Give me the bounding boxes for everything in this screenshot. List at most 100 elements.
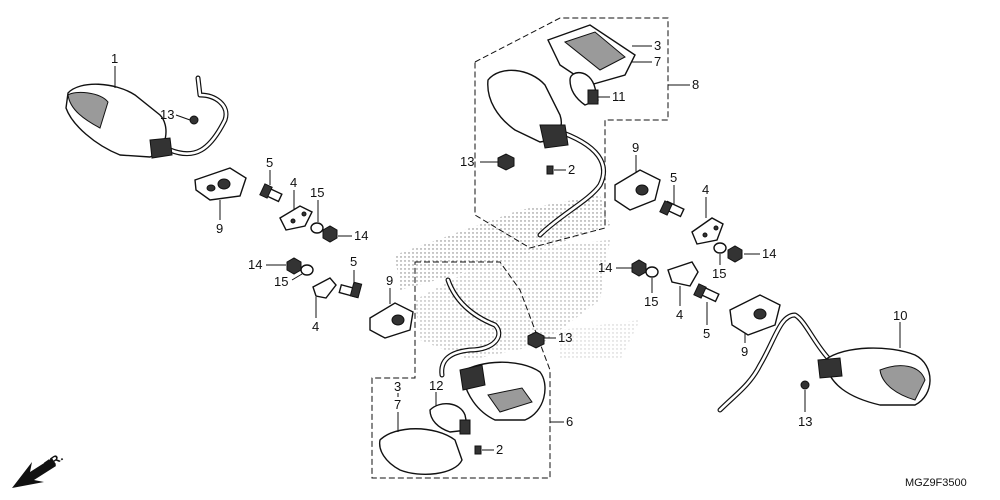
svg-text:4: 4 [676, 307, 683, 322]
svg-text:4: 4 [312, 319, 319, 334]
svg-text:3: 3 [394, 379, 401, 394]
callout-4-right-lower: 4 [676, 286, 683, 322]
stay-plate-right-upper [691, 217, 724, 245]
callout-14-right-upper: 14 [744, 246, 776, 261]
svg-text:6: 6 [566, 414, 573, 429]
svg-text:2: 2 [568, 162, 575, 177]
front-winker-right-assembly [717, 312, 931, 413]
svg-text:11: 11 [612, 89, 626, 104]
callout-14-left-middle: 14 [248, 257, 286, 272]
socket-seal-left-middle [369, 302, 414, 339]
svg-text:8: 8 [692, 77, 699, 92]
svg-text:9: 9 [741, 344, 748, 359]
svg-text:15: 15 [274, 274, 288, 289]
svg-text:13: 13 [160, 107, 174, 122]
callout-7-lower: 7 [394, 397, 401, 432]
callout-15-right-upper: 15 [712, 254, 726, 281]
socket-seal-left-front [194, 167, 247, 201]
callout-9-left-middle: 9 [386, 273, 393, 304]
callout-5-right-lower: 5 [703, 302, 710, 341]
front-winker-left-assembly [65, 75, 229, 159]
bolt-left-front [259, 183, 283, 203]
bolt-left-middle [338, 281, 363, 299]
svg-text:14: 14 [762, 246, 776, 261]
nut-left-front [322, 225, 338, 243]
svg-text:1: 1 [111, 51, 118, 66]
svg-text:2: 2 [496, 442, 503, 457]
callout-1: 1 [111, 51, 118, 88]
callout-5-left-front: 5 [266, 155, 273, 185]
callout-4-right-upper: 4 [702, 182, 709, 218]
svg-text:5: 5 [703, 326, 710, 341]
callout-15-left-middle: 15 [274, 273, 303, 289]
arrow-icon [12, 458, 56, 488]
callout-6: 6 [550, 414, 573, 429]
callout-9-left-front: 9 [216, 200, 223, 236]
callout-9-right-upper: 9 [632, 140, 639, 172]
svg-text:9: 9 [632, 140, 639, 155]
svg-text:9: 9 [386, 273, 393, 288]
assembly-frame-rear-right [474, 17, 669, 249]
washer-right-lower [645, 266, 659, 278]
callout-4-left-middle: 4 [312, 297, 319, 334]
callout-14-right-lower: 14 [598, 260, 632, 275]
svg-text:7: 7 [654, 54, 661, 69]
bolt-right-lower [693, 283, 720, 303]
svg-text:4: 4 [290, 175, 297, 190]
svg-text:12: 12 [429, 378, 443, 393]
callout-9-right-lower: 9 [741, 333, 748, 359]
svg-text:15: 15 [310, 185, 324, 200]
svg-text:15: 15 [644, 294, 658, 309]
callout-7-upper: 7 [632, 54, 661, 69]
callout-14-left-front: 14 [338, 228, 368, 243]
svg-text:5: 5 [350, 254, 357, 269]
callout-2-lower: 2 [482, 442, 503, 457]
socket-seal-right-lower [729, 294, 781, 336]
callout-3-upper: 3 [632, 38, 661, 53]
callout-15-right-lower: 15 [644, 278, 658, 309]
svg-text:15: 15 [712, 266, 726, 281]
svg-text:14: 14 [354, 228, 368, 243]
background-watermark [395, 195, 640, 360]
washer-left-front [310, 222, 324, 234]
svg-text:4: 4 [702, 182, 709, 197]
callout-3-lower: 3 [394, 379, 401, 397]
front-direction-indicator: FR. [12, 450, 66, 488]
stay-plate-right-lower [667, 261, 699, 287]
bolt-right-upper [659, 200, 685, 218]
callout-2-upper: 2 [554, 162, 575, 177]
nut-right-upper [727, 245, 743, 263]
socket-seal-right-upper [614, 169, 661, 211]
rear-winker-left-assembly [378, 277, 546, 475]
nut-left-middle [286, 257, 302, 275]
svg-text:13: 13 [798, 414, 812, 429]
callout-13-right: 13 [798, 390, 812, 429]
svg-text:10: 10 [893, 308, 907, 323]
svg-text:3: 3 [654, 38, 661, 53]
callout-10: 10 [893, 308, 907, 348]
svg-text:13: 13 [460, 154, 474, 169]
stay-plate-left-front [279, 205, 313, 231]
callout-15-left-front: 15 [310, 185, 324, 222]
callout-12: 12 [429, 378, 443, 406]
callout-13-lower: 13 [544, 330, 572, 345]
callout-5-left-middle: 5 [350, 254, 357, 284]
stay-plate-left-middle [312, 277, 337, 299]
svg-text:7: 7 [394, 397, 401, 412]
diagram-code: MGZ9F3500 [905, 477, 967, 489]
nut-right-lower [631, 259, 647, 277]
washer-left-middle [300, 264, 314, 276]
callout-8: 8 [668, 77, 699, 92]
svg-text:9: 9 [216, 221, 223, 236]
callout-13-left: 13 [160, 107, 191, 122]
svg-text:14: 14 [598, 260, 612, 275]
svg-text:14: 14 [248, 257, 262, 272]
callout-13-upper: 13 [460, 154, 498, 169]
washer-right-upper [713, 242, 727, 254]
callout-11: 11 [598, 89, 626, 104]
rear-winker-right-assembly [487, 24, 636, 238]
svg-text:13: 13 [558, 330, 572, 345]
callout-5-right-upper: 5 [670, 170, 677, 204]
callout-4-left-front: 4 [290, 175, 297, 210]
